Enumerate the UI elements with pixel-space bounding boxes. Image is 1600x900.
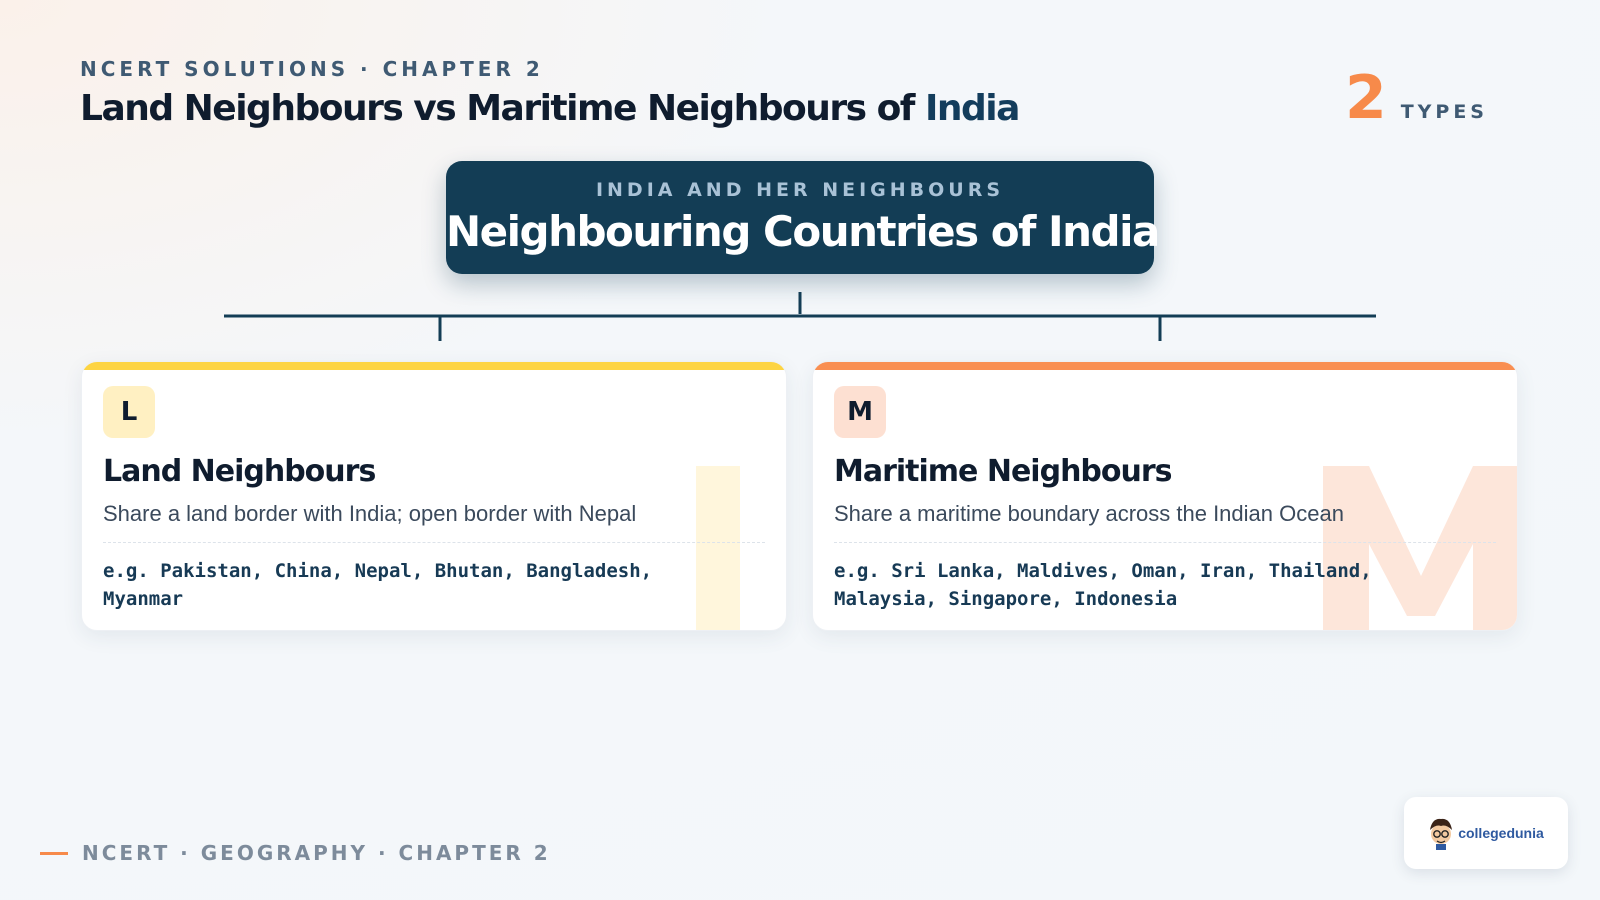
maritime-card-examples: e.g. Sri Lanka, Maldives, Oman, Iran, Th… bbox=[834, 560, 1372, 610]
page-title-main: Land Neighbours vs Maritime Neighbours o… bbox=[80, 88, 925, 129]
land-card-description: Share a land border with India; open bor… bbox=[103, 501, 637, 526]
maritime-neighbours-card: M Maritime Neighbours Share a maritime b… bbox=[812, 361, 1518, 631]
eyebrow-label: NCERT SOLUTIONS · CHAPTER 2 bbox=[80, 57, 544, 81]
card-divider bbox=[834, 542, 1496, 543]
card-accent-bar bbox=[813, 362, 1517, 370]
card-divider bbox=[103, 542, 765, 543]
types-count: 2 bbox=[1344, 63, 1387, 133]
footer-text: NCERT · GEOGRAPHY · CHAPTER 2 bbox=[82, 841, 551, 865]
maritime-badge: M bbox=[834, 386, 886, 438]
maritime-card-description: Share a maritime boundary across the Ind… bbox=[834, 501, 1344, 526]
page-title: Land Neighbours vs Maritime Neighbours o… bbox=[80, 88, 1020, 129]
page-title-accent: India bbox=[925, 88, 1020, 129]
land-card-title: Land Neighbours bbox=[103, 454, 376, 489]
card-accent-bar bbox=[82, 362, 786, 370]
logo-brand-text: collegedunia bbox=[1458, 825, 1544, 841]
land-watermark bbox=[696, 466, 740, 630]
footer-dash bbox=[40, 851, 68, 855]
collegedunia-logo[interactable]: collegedunia bbox=[1404, 797, 1568, 869]
types-label: TYPES bbox=[1400, 101, 1488, 123]
maritime-watermark bbox=[1323, 466, 1517, 630]
root-subtitle: INDIA AND HER NEIGHBOURS bbox=[595, 179, 1005, 201]
land-badge: L bbox=[103, 386, 155, 438]
types-counter: 2 TYPES bbox=[1345, 68, 1488, 128]
land-neighbours-card: L Land Neighbours Share a land border wi… bbox=[81, 361, 787, 631]
footer: NCERT · GEOGRAPHY · CHAPTER 2 bbox=[40, 841, 551, 865]
mascot-icon bbox=[1430, 818, 1453, 850]
root-title: Neighbouring Countries of India bbox=[446, 207, 1160, 256]
land-card-examples: e.g. Pakistan, China, Nepal, Bhutan, Ban… bbox=[103, 560, 653, 610]
maritime-card-title: Maritime Neighbours bbox=[834, 454, 1173, 489]
tree-connectors bbox=[224, 292, 1376, 341]
root-node: INDIA AND HER NEIGHBOURS Neighbouring Co… bbox=[446, 161, 1160, 274]
